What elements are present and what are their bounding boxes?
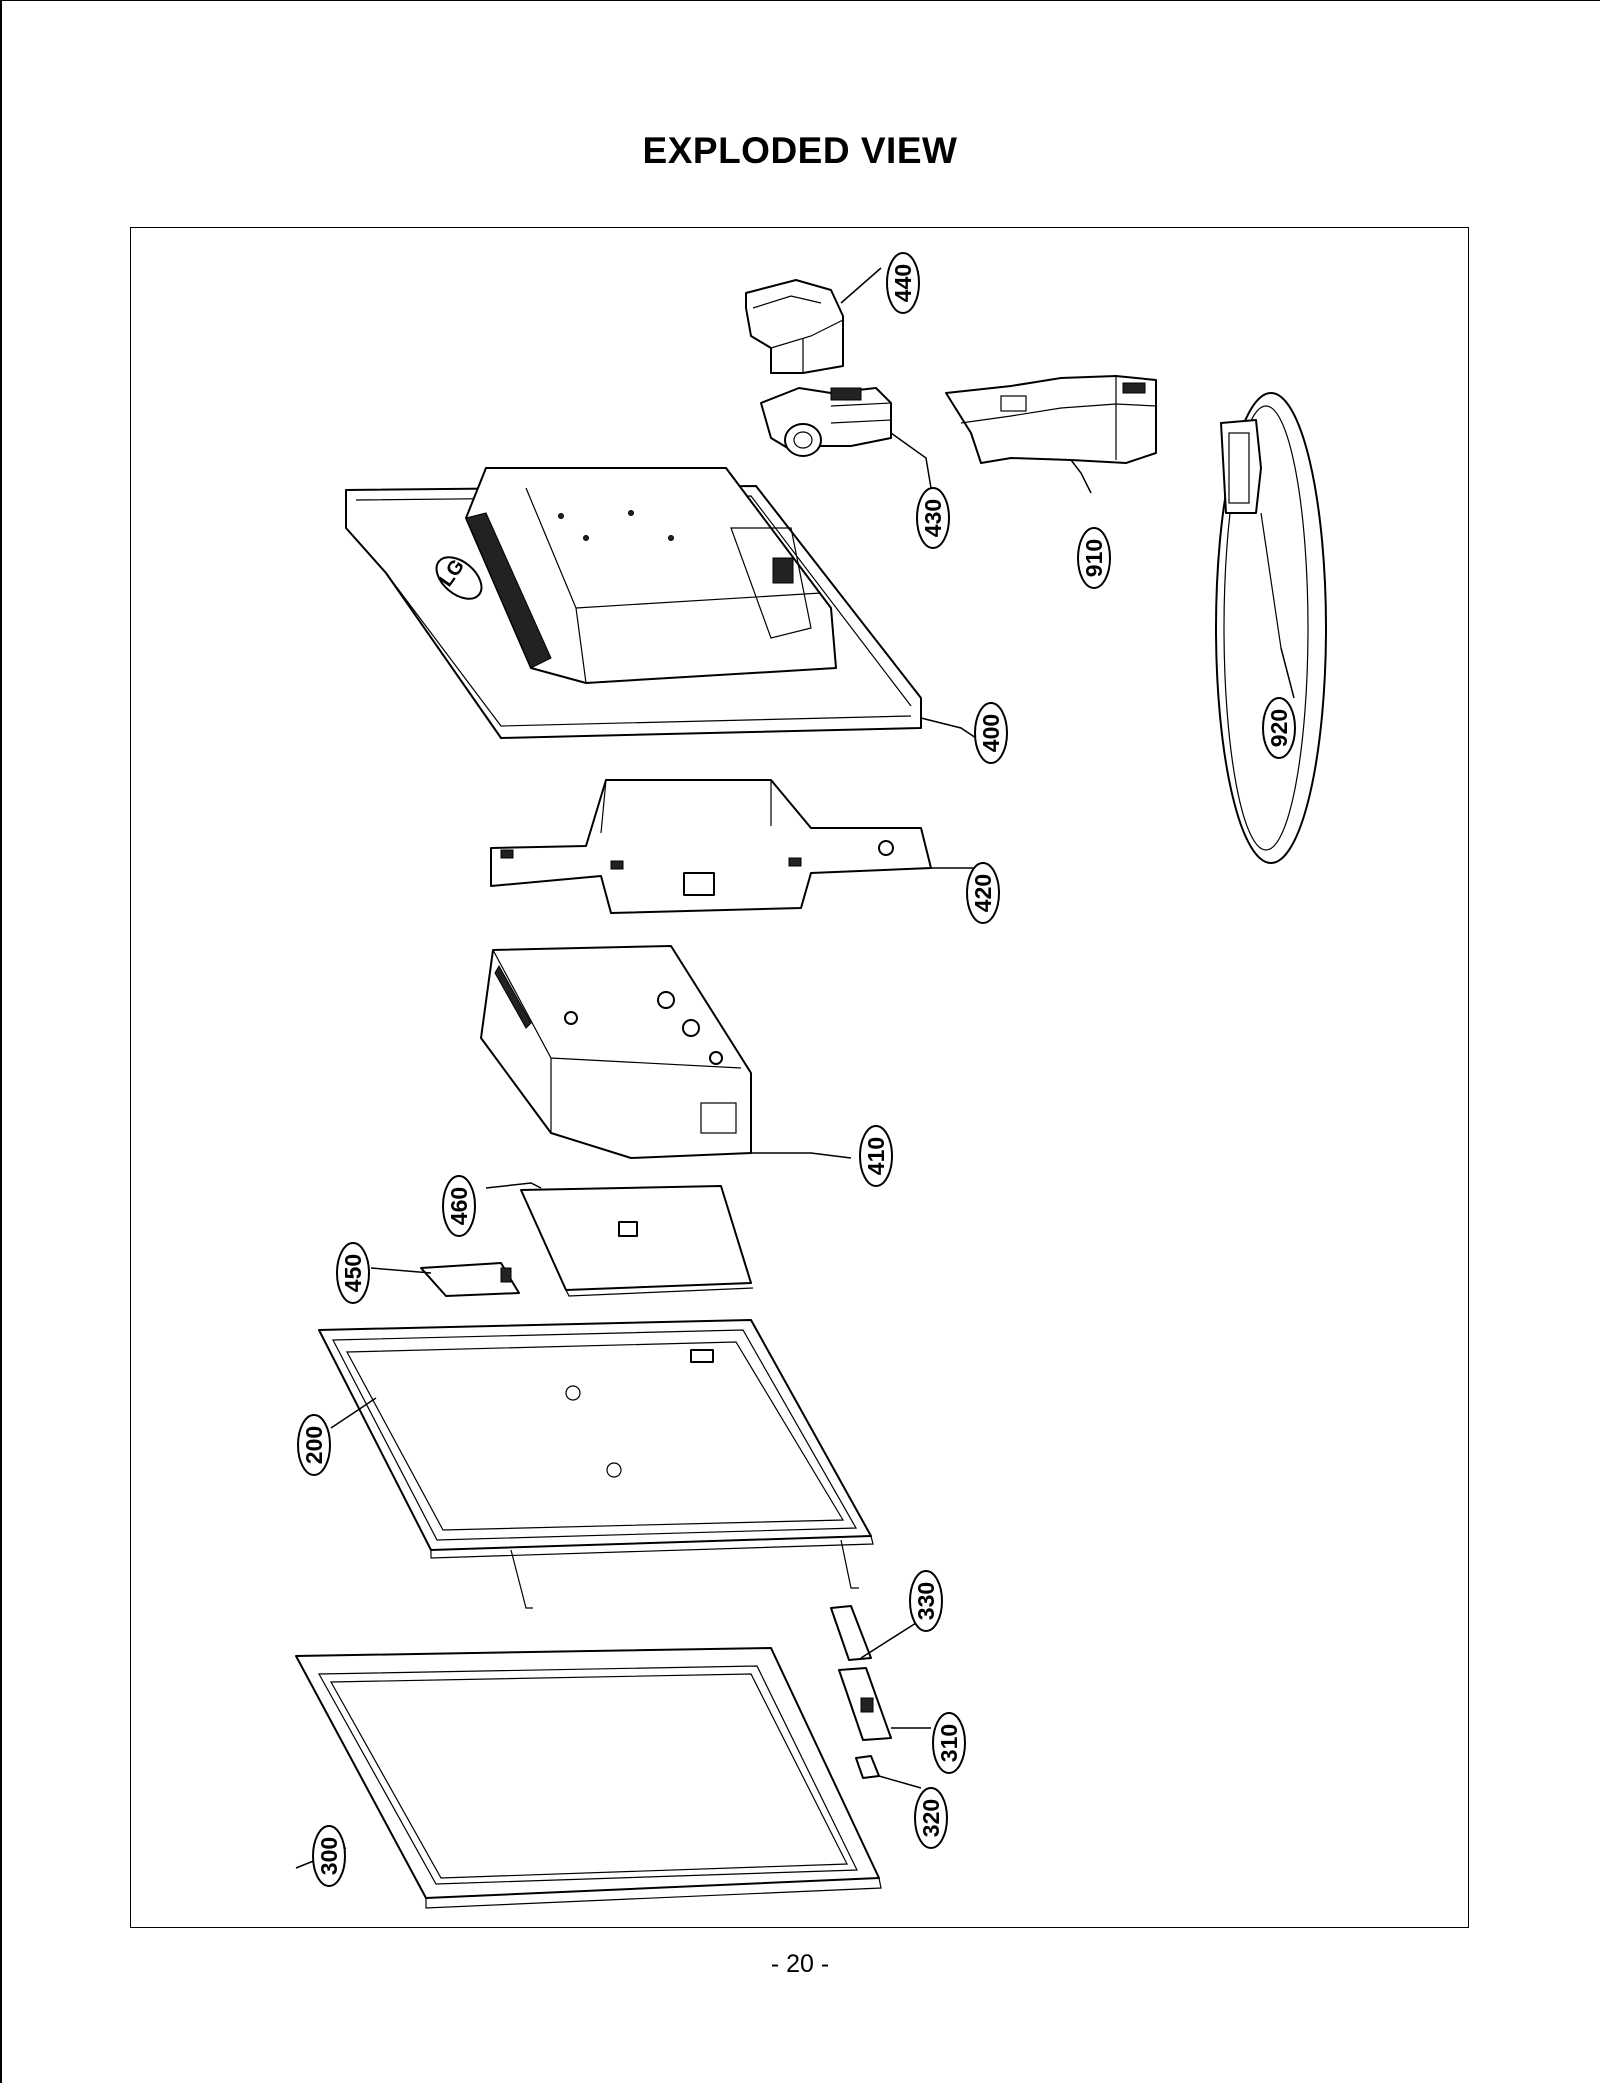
callout-320: 320 bbox=[914, 1787, 948, 1849]
part-420-bracket bbox=[490, 779, 932, 914]
page-number: - 20 - bbox=[770, 1950, 830, 1978]
part-330-button-strip bbox=[830, 1605, 872, 1661]
svg-text:410: 410 bbox=[863, 1137, 889, 1175]
svg-text:440: 440 bbox=[890, 264, 916, 302]
page-title: EXPLODED VIEW bbox=[642, 130, 958, 171]
svg-text:460: 460 bbox=[446, 1187, 472, 1225]
svg-text:300: 300 bbox=[316, 1837, 342, 1875]
svg-text:310: 310 bbox=[936, 1724, 962, 1762]
part-440-hinge-cover bbox=[745, 279, 844, 374]
part-910-stand-neck bbox=[945, 375, 1157, 464]
callout-420: 420 bbox=[966, 862, 1000, 924]
part-460-main-board bbox=[520, 1185, 754, 1297]
svg-text:200: 200 bbox=[301, 1426, 327, 1464]
callout-400: 400 bbox=[974, 702, 1008, 764]
drawing-frame: LG bbox=[130, 227, 1469, 1928]
svg-text:430: 430 bbox=[920, 499, 946, 537]
callout-920: 920 bbox=[1262, 697, 1296, 759]
part-310-control-button bbox=[838, 1667, 892, 1741]
callout-440: 440 bbox=[886, 252, 920, 314]
svg-text:910: 910 bbox=[1081, 539, 1107, 577]
callout-330: 330 bbox=[909, 1570, 943, 1632]
callout-910: 910 bbox=[1077, 527, 1111, 589]
page-left-border bbox=[0, 0, 2, 2083]
exploded-view-drawing: LG bbox=[295, 252, 1327, 1909]
part-300-front-bezel bbox=[295, 1647, 882, 1909]
callout-430: 430 bbox=[916, 487, 950, 549]
callout-310: 310 bbox=[932, 1712, 966, 1774]
part-320-power-button bbox=[855, 1755, 880, 1779]
callout-410: 410 bbox=[859, 1125, 893, 1187]
part-410-shield-case bbox=[480, 945, 752, 1159]
part-200-lcd-module bbox=[318, 1319, 874, 1609]
svg-text:420: 420 bbox=[970, 874, 996, 912]
callout-300: 300 bbox=[312, 1825, 346, 1887]
callout-450: 450 bbox=[336, 1242, 370, 1304]
svg-text:330: 330 bbox=[913, 1582, 939, 1620]
part-430-hinge-assembly bbox=[760, 387, 892, 457]
svg-text:320: 320 bbox=[918, 1799, 944, 1837]
svg-text:400: 400 bbox=[978, 714, 1004, 752]
callout-200: 200 bbox=[297, 1414, 331, 1476]
svg-text:450: 450 bbox=[340, 1254, 366, 1292]
part-920-stand-base bbox=[1215, 392, 1327, 864]
page-top-border bbox=[0, 0, 1600, 1]
leader-lines bbox=[295, 267, 1295, 1869]
callout-460: 460 bbox=[442, 1175, 476, 1237]
part-450-small-board bbox=[420, 1262, 520, 1297]
part-400-back-cover: LG bbox=[345, 467, 922, 739]
svg-text:920: 920 bbox=[1266, 709, 1292, 747]
